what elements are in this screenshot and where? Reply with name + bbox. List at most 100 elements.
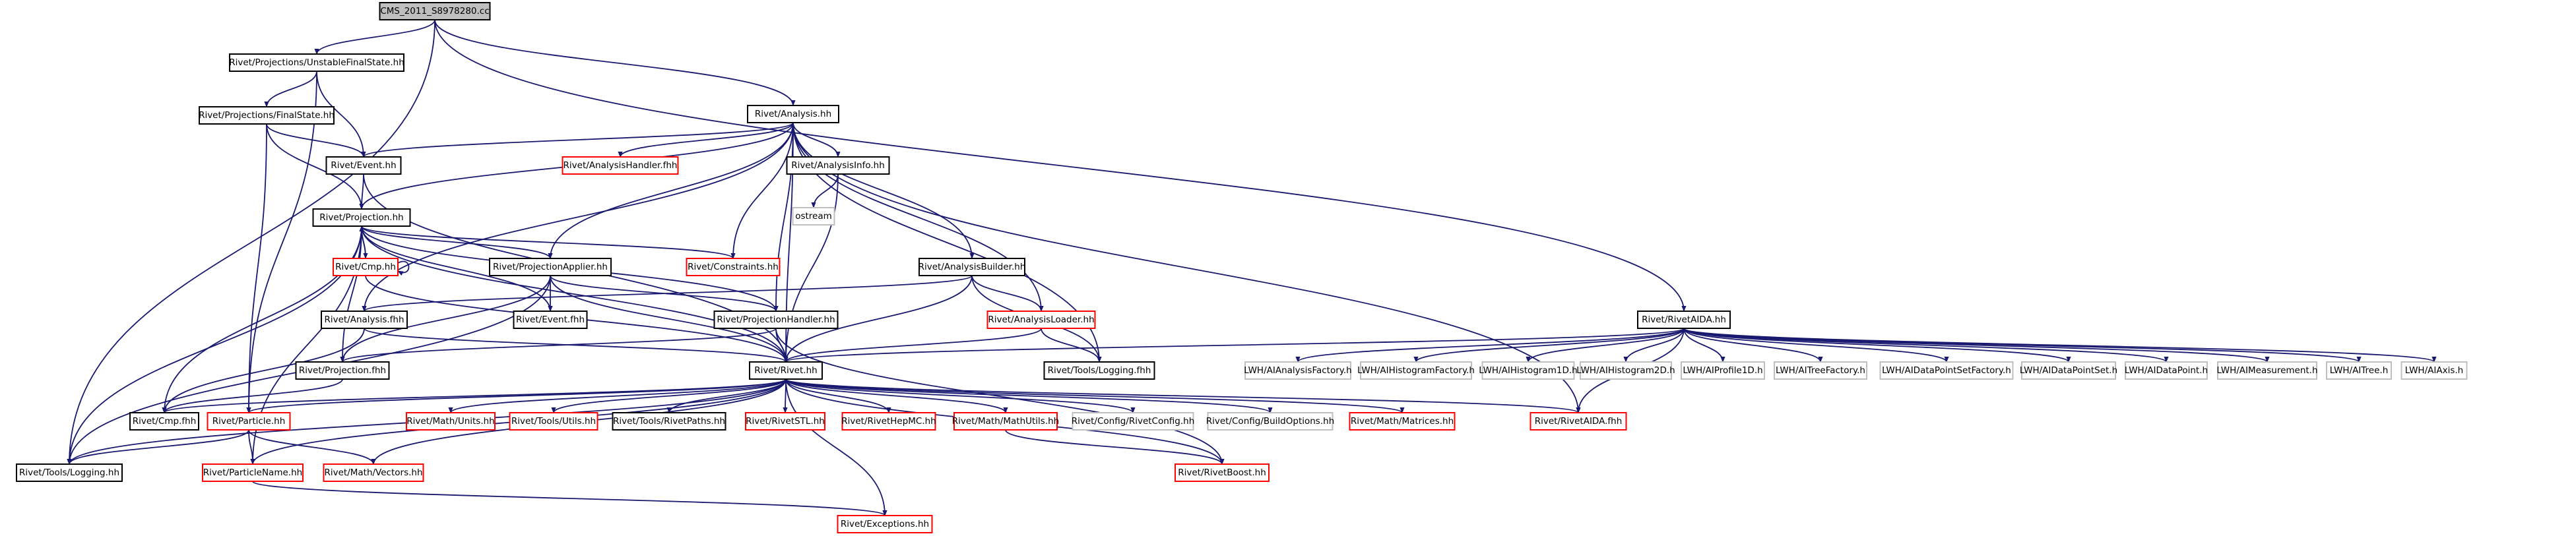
node-label: Rivet/ProjectionApplier.hh <box>493 262 608 272</box>
node-box <box>2125 361 2208 380</box>
node-box <box>745 412 825 431</box>
edge-cmp-to-cmp <box>397 260 410 276</box>
node-imeas: LWH/AIMeasurement.h <box>2216 361 2318 380</box>
node-finalstate[interactable]: Rivet/Projections/FinalState.hh <box>199 106 335 125</box>
edge-rivethh-to-particle <box>246 378 787 413</box>
edge-abuilder-to-analysisfhh <box>362 275 973 312</box>
edge-rivetaida-to-ihfactory <box>1413 328 1685 363</box>
edge-papplier-to-projfhh <box>340 275 551 363</box>
node-rivetaidafhh[interactable]: Rivet/RivetAIDA.fhh <box>1530 412 1627 431</box>
node-box <box>333 258 399 276</box>
edge-finalstate-to-event <box>266 123 366 158</box>
node-rivethepmc[interactable]: Rivet/RivetHepMC.hh <box>841 412 936 431</box>
nodes-layer: CMS_2011_S8978280.ccRivet/Projections/Un… <box>16 2 2468 533</box>
node-label: Rivet/Tools/Logging.hh <box>19 467 119 478</box>
edge-analysis-to-phandler <box>773 122 794 312</box>
node-matrices[interactable]: Rivet/Math/Matrices.hh <box>1349 412 1456 431</box>
edge-analysis-to-handlerfhh <box>618 122 794 158</box>
edge-rivetaida-to-iafactory <box>1295 328 1685 363</box>
edge-analysis-to-papplier <box>548 122 794 259</box>
node-label: Rivet/Event.fhh <box>516 314 585 325</box>
edge-projection-to-eventfhh <box>361 225 553 312</box>
edge-analysis-to-ainfo <box>792 122 841 158</box>
node-vectors[interactable]: Rivet/Math/Vectors.hh <box>323 463 424 482</box>
node-loggingfhh[interactable]: Rivet/Tools/Logging.fhh <box>1043 361 1155 380</box>
node-exceptions[interactable]: Rivet/Exceptions.hh <box>837 515 933 533</box>
node-projfhh[interactable]: Rivet/Projection.fhh <box>295 361 390 380</box>
edge-unstable-to-finalstate <box>264 71 317 107</box>
node-particle[interactable]: Rivet/Particle.hh <box>207 412 291 431</box>
node-box <box>489 258 612 276</box>
node-projection[interactable]: Rivet/Projection.hh <box>312 208 411 227</box>
node-ostream: ostream <box>792 207 835 225</box>
node-label: Rivet/RivetHepMC.hh <box>841 416 936 427</box>
node-abuilder[interactable]: Rivet/AnalysisBuilder.hh <box>918 258 1026 276</box>
node-pname[interactable]: Rivet/ParticleName.hh <box>202 463 304 482</box>
node-mathunits[interactable]: Rivet/Math/Units.hh <box>406 412 496 431</box>
node-unstable[interactable]: Rivet/Projections/UnstableFinalState.hh <box>229 53 404 72</box>
node-label: Rivet/ProjectionHandler.hh <box>717 314 835 325</box>
node-label: Rivet/Analysis.hh <box>755 109 831 119</box>
node-label: Rivet/Math/Units.hh <box>406 416 495 427</box>
node-rivetstl[interactable]: Rivet/RivetSTL.hh <box>745 412 825 431</box>
node-rivetpaths[interactable]: Rivet/Tools/RivetPaths.hh <box>612 412 726 431</box>
node-eventfhh[interactable]: Rivet/Event.fhh <box>513 311 588 329</box>
node-label: Rivet/RivetSTL.hh <box>746 416 825 427</box>
node-label: LWH/AIAnalysisFactory.h <box>1244 365 1351 376</box>
edge-rivethh-to-rivethepmc <box>785 378 891 413</box>
edge-rivetaida-to-itr <box>1683 328 2362 363</box>
node-logginghh[interactable]: Rivet/Tools/Logging.hh <box>16 463 123 482</box>
edge-rivethh-to-toolsutils <box>551 378 787 413</box>
node-label: Rivet/ParticleName.hh <box>203 467 302 478</box>
node-box <box>747 105 839 123</box>
node-papplier[interactable]: Rivet/ProjectionApplier.hh <box>489 258 612 276</box>
node-label: LWH/AIAxis.h <box>2405 365 2463 376</box>
edge-rivethh-to-mathutils <box>785 378 1008 413</box>
node-idpsf: LWH/AIDataPointSetFactory.h <box>1879 361 2014 380</box>
node-cmp[interactable]: Rivet/Cmp.hh <box>333 258 399 276</box>
edge-abuilder-to-rivethh <box>783 275 973 363</box>
node-rivetaida[interactable]: Rivet/RivetAIDA.hh <box>1637 311 1731 329</box>
edge-rivethh-to-cfgbuild <box>785 378 1273 413</box>
node-box <box>749 361 823 380</box>
node-box <box>1530 412 1627 431</box>
node-toolsutils[interactable]: Rivet/Tools/Utils.hh <box>509 412 598 431</box>
edge-pname-to-exceptions <box>252 481 887 516</box>
node-mathutils[interactable]: Rivet/Math/MathUtils.hh <box>952 412 1059 431</box>
node-handlerfhh[interactable]: Rivet/AnalysisHandler.fhh <box>562 156 679 175</box>
node-box <box>792 207 835 225</box>
node-analysis[interactable]: Rivet/Analysis.hh <box>747 105 839 123</box>
node-aloader[interactable]: Rivet/AnalysisLoader.hh <box>986 311 1096 329</box>
node-analysisfhh[interactable]: Rivet/Analysis.fhh <box>321 311 408 329</box>
node-rivethh[interactable]: Rivet/Rivet.hh <box>749 361 823 380</box>
edge-rivetaida-to-iprof <box>1683 328 1725 363</box>
node-box <box>1580 361 1672 380</box>
node-label: Rivet/Rivet.hh <box>754 365 817 376</box>
node-label: Rivet/Exceptions.hh <box>841 519 929 529</box>
node-box <box>1043 361 1155 380</box>
edge-cmp-to-projection <box>359 225 366 259</box>
node-box <box>1481 361 1575 380</box>
node-event[interactable]: Rivet/Event.hh <box>325 156 402 175</box>
edge-ainfo-to-rivethh <box>783 173 839 363</box>
edge-ainfo-to-ostream <box>811 173 839 208</box>
node-label: LWH/AIMeasurement.h <box>2216 365 2317 376</box>
node-box <box>2400 361 2468 380</box>
node-box <box>1681 361 1765 380</box>
node-phandler[interactable]: Rivet/ProjectionHandler.hh <box>713 311 839 329</box>
node-boost[interactable]: Rivet/RivetBoost.hh <box>1175 463 1270 482</box>
edge-rivetaida-to-idpsf <box>1683 328 1949 363</box>
node-box <box>207 412 291 431</box>
node-root[interactable]: CMS_2011_S8978280.cc <box>379 2 491 20</box>
node-cmpfhh[interactable]: Rivet/Cmp.fhh <box>129 412 199 431</box>
edge-rivethh-to-cfgrivet <box>785 378 1136 413</box>
node-label: Rivet/RivetAIDA.fhh <box>1535 416 1623 427</box>
node-ainfo[interactable]: Rivet/AnalysisInfo.hh <box>786 156 890 175</box>
edge-unstable-to-particle <box>246 71 317 413</box>
edge-projection-to-constraints <box>361 225 736 259</box>
node-label: Rivet/Projections/UnstableFinalState.hh <box>229 57 404 68</box>
edge-rivethh-to-rivetaidafhh <box>785 378 1581 413</box>
node-constraints[interactable]: Rivet/Constraints.hh <box>686 258 781 276</box>
node-label: ostream <box>795 211 832 222</box>
edge-rivetaida-to-idps <box>1683 328 2071 363</box>
